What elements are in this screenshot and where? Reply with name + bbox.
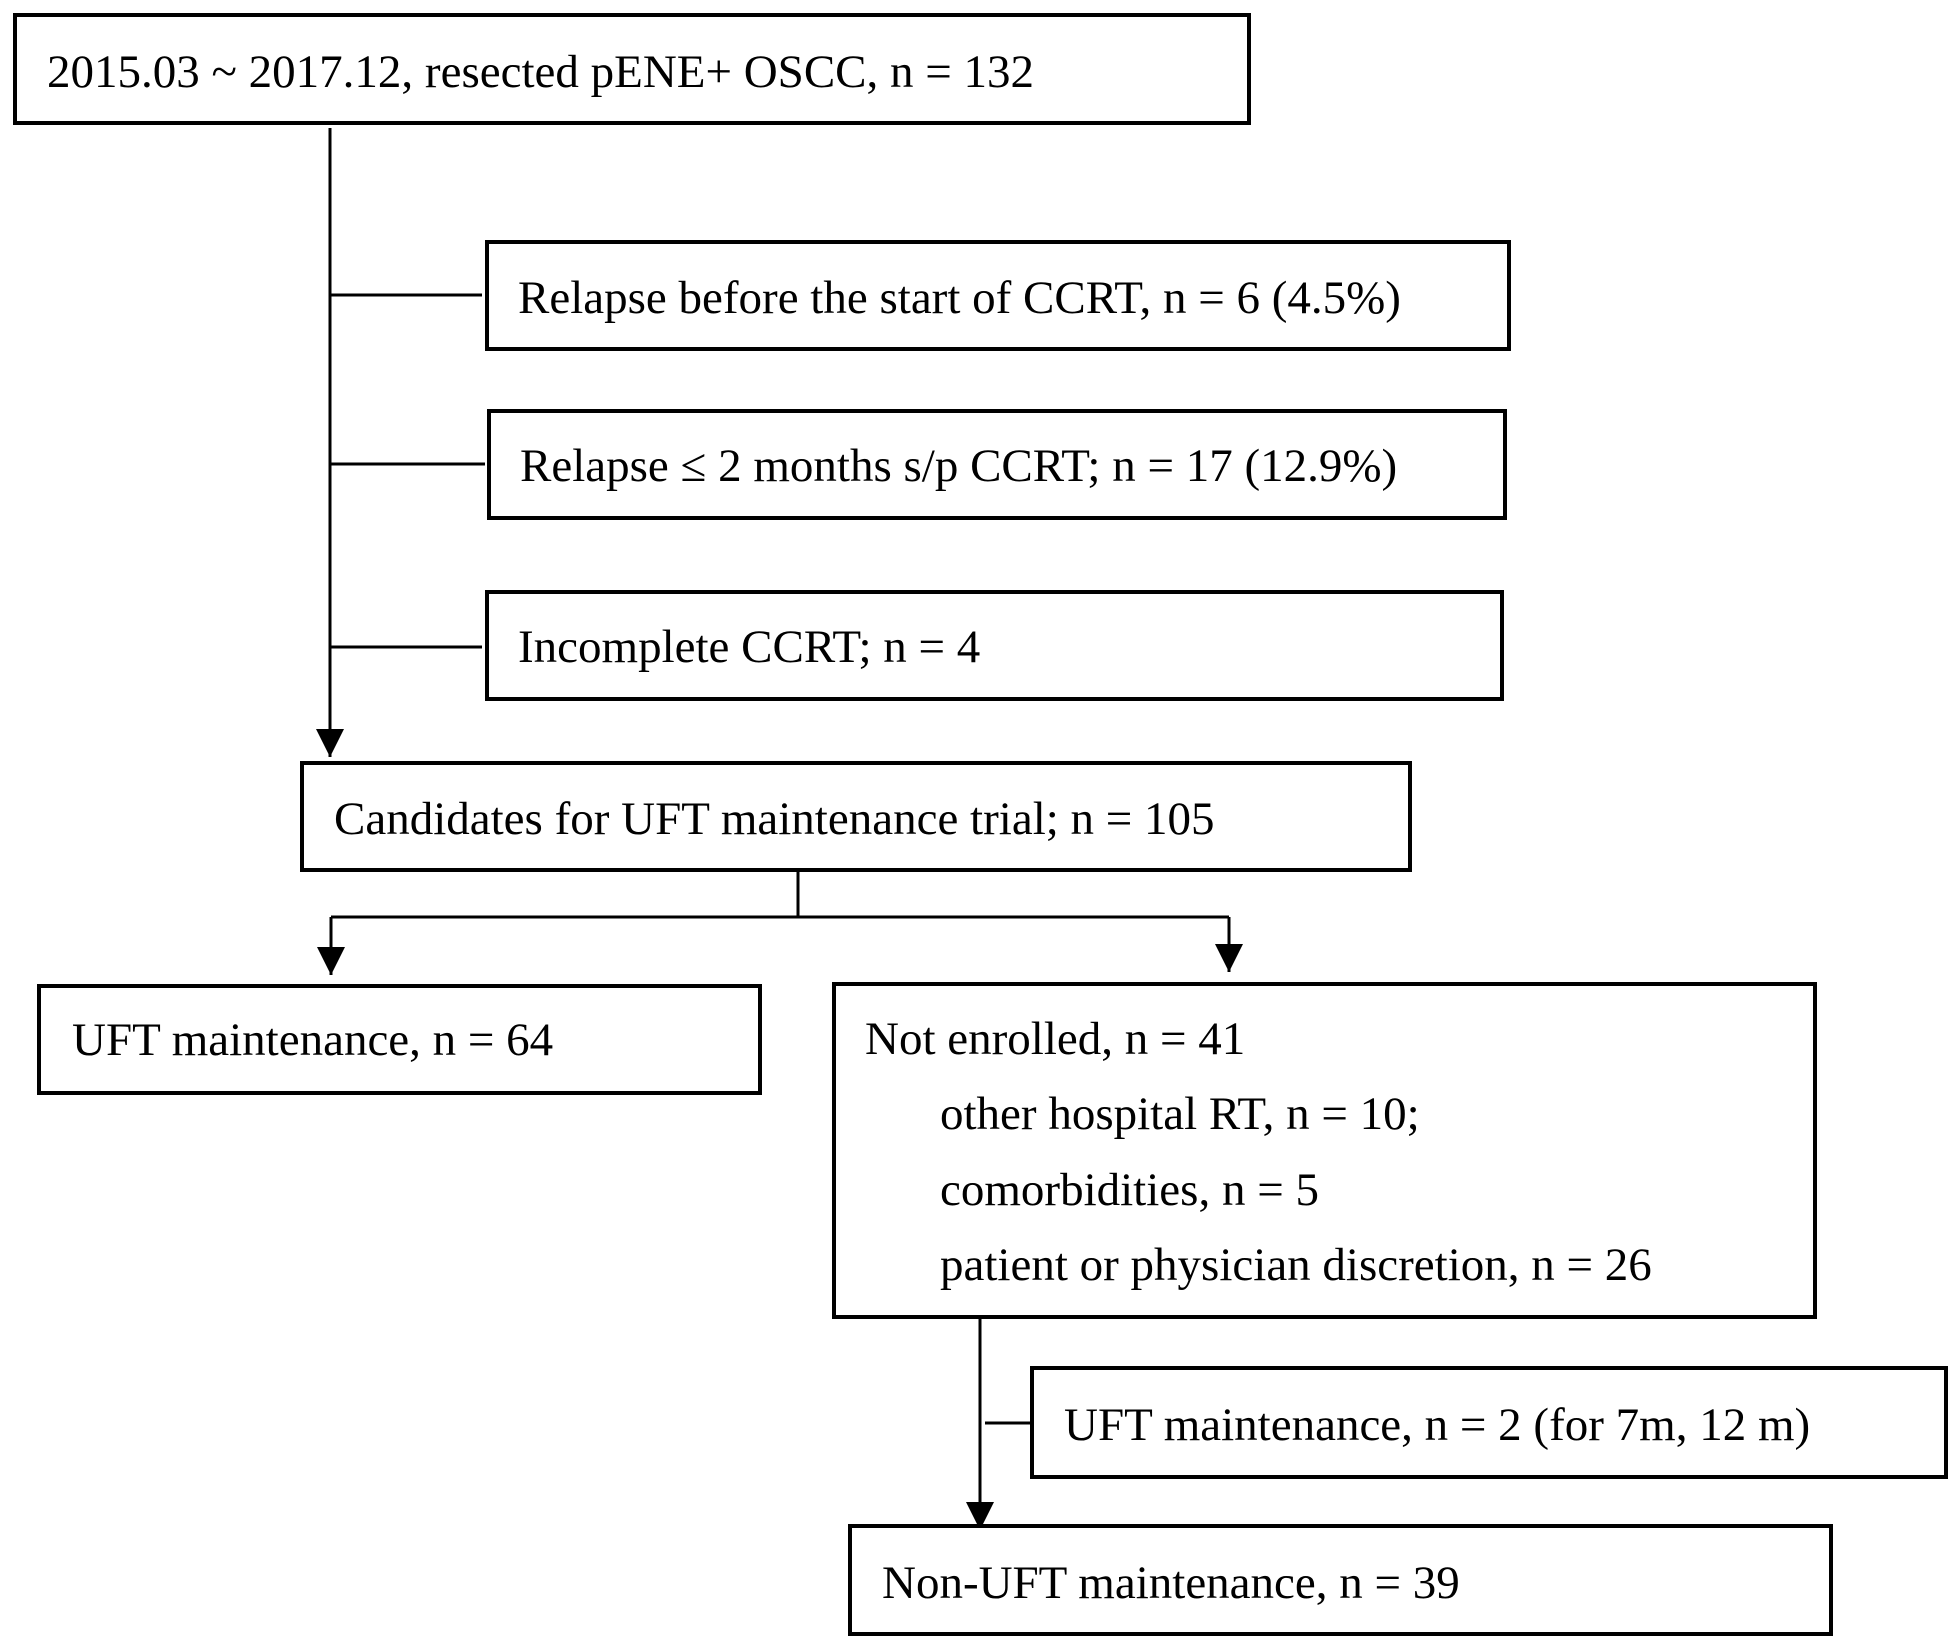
not-enrolled-reason: patient or physician discretion, n = 26 [940, 1239, 1652, 1291]
not-enrolled-reason: other hospital RT, n = 10; [940, 1088, 1420, 1140]
source-label: 2015.03 ~ 2017.12, resected pENE+ OSCC, … [47, 46, 1035, 98]
uft-maintenance-box [37, 984, 762, 1095]
uft-late-label: UFT maintenance, n = 2 (for 7m, 12 m) [1064, 1399, 1811, 1451]
uft-maintenance-label: UFT maintenance, n = 64 [72, 1014, 554, 1066]
exclusion-box-relapse-after-ccrt [487, 409, 1507, 520]
not-enrolled-title: Not enrolled, n = 41 [865, 1013, 1246, 1065]
uft-late-box [1030, 1366, 1948, 1479]
source-box [13, 13, 1251, 125]
candidates-box [300, 761, 1412, 872]
not-enrolled-reason: comorbidities, n = 5 [940, 1164, 1319, 1216]
candidates-label: Candidates for UFT maintenance trial; n … [334, 793, 1215, 845]
non-uft-label: Non-UFT maintenance, n = 39 [882, 1557, 1460, 1609]
non-uft-box [848, 1524, 1833, 1636]
exclusion-label-incomplete-ccrt: Incomplete CCRT; n = 4 [518, 621, 981, 673]
exclusion-label-relapse-after-ccrt: Relapse ≤ 2 months s/p CCRT; n = 17 (12.… [520, 440, 1398, 492]
not-enrolled-box [832, 982, 1817, 1319]
exclusion-box-incomplete-ccrt [485, 590, 1504, 701]
exclusion-label-relapse-before-ccrt: Relapse before the start of CCRT, n = 6 … [518, 272, 1401, 324]
exclusion-box-relapse-before-ccrt [485, 240, 1511, 351]
